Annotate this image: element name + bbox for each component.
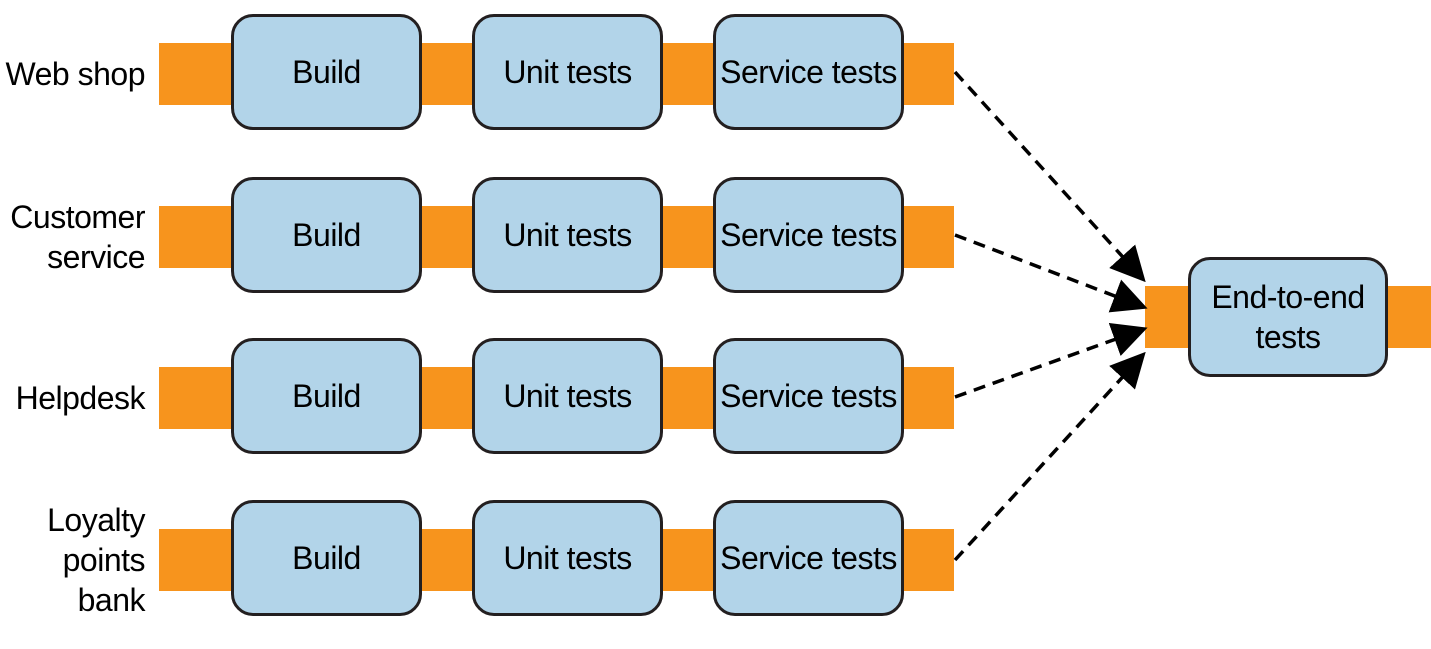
pipeline-label: Helpdesk bbox=[15, 380, 146, 416]
pipeline-web-shop: Web shop Build Unit tests Service tests bbox=[0, 14, 1431, 130]
stage-build: Build bbox=[231, 500, 422, 616]
stage-build: Build bbox=[231, 177, 422, 293]
pipeline-label: Web shop bbox=[5, 56, 146, 92]
stage-end-to-end-tests: End-to-end tests bbox=[1188, 257, 1388, 377]
pipeline-customer-service: Customer service Build Unit tests Servic… bbox=[0, 177, 1431, 293]
stage-unit-tests: Unit tests bbox=[472, 177, 663, 293]
stage-build: Build bbox=[231, 14, 422, 130]
pipeline-label: Loyalty points bank bbox=[47, 502, 145, 618]
pipeline-label: Customer service bbox=[10, 199, 145, 275]
stage-service-tests: Service tests bbox=[713, 338, 904, 454]
stage-unit-tests: Unit tests bbox=[472, 500, 663, 616]
stage-unit-tests: Unit tests bbox=[472, 14, 663, 130]
stage-service-tests: Service tests bbox=[713, 14, 904, 130]
stage-build: Build bbox=[231, 338, 422, 454]
pipeline-loyalty-points-bank: Loyalty points bank Build Unit tests Ser… bbox=[0, 500, 1431, 618]
stage-unit-tests: Unit tests bbox=[472, 338, 663, 454]
stage-service-tests: Service tests bbox=[713, 177, 904, 293]
pipeline-helpdesk: Helpdesk Build Unit tests Service tests bbox=[0, 338, 1431, 454]
stage-service-tests: Service tests bbox=[713, 500, 904, 616]
